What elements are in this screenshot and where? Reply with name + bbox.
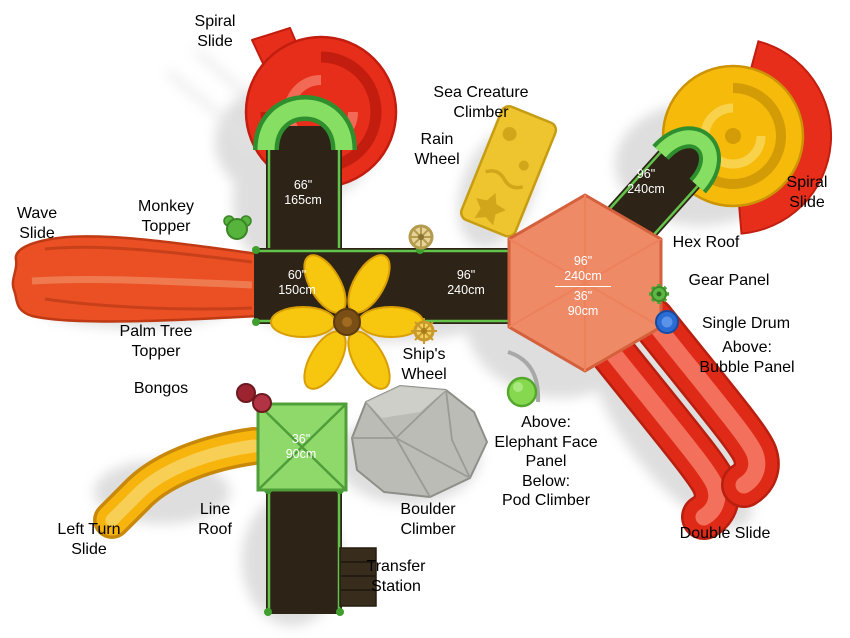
measurement-square-roof: 36" 90cm — [285, 432, 317, 461]
measurement-hex-top: 96" 240cm — [564, 254, 602, 283]
single-drum-shape — [655, 310, 679, 334]
label-spiral-slide-top-right: Spiral Slide — [786, 174, 828, 211]
ships-wheel-shape — [411, 318, 437, 344]
measurement-hex: 96" 240cm 36" 90cm — [555, 254, 611, 319]
label-palm-tree-topper: Palm Tree Topper — [119, 323, 193, 360]
line-roof-shape — [256, 402, 348, 492]
label-elephant-pod: Above: Elephant Face Panel Below: Pod Cl… — [494, 414, 598, 509]
upper-deck-arch-roof — [253, 95, 357, 152]
label-wave-slide: Wave Slide — [16, 205, 58, 242]
boulder-climber-shape — [351, 385, 488, 498]
left-turn-slide — [93, 427, 273, 539]
label-left-turn-slide: Left Turn Slide — [57, 521, 121, 558]
rain-wheel-shape — [408, 224, 434, 250]
label-sea-creature-climber: Sea Creature Climber — [433, 84, 529, 121]
monkey-topper-shape — [223, 215, 252, 240]
label-monkey-topper: Monkey Topper — [137, 198, 195, 235]
label-spiral-slide-top-left: Spiral Slide — [194, 13, 236, 50]
label-ships-wheel: Ship's Wheel — [401, 346, 447, 383]
measurement-upper-deck: 66" 165cm — [284, 178, 322, 207]
label-gear-panel: Gear Panel — [688, 272, 770, 289]
sea-creature-climber-shape — [459, 105, 558, 238]
wave-slide — [11, 235, 260, 323]
measurement-upper-right-deck: 96" 240cm — [627, 167, 665, 196]
pod-climber-shape — [506, 350, 541, 408]
label-single-drum: Single Drum — [701, 315, 791, 332]
measurement-right-deck: 96" 240cm — [447, 268, 485, 297]
gear-panel-shape — [649, 284, 669, 304]
measurement-left-deck: 60" 150cm — [278, 268, 316, 297]
label-line-roof: Line Roof — [198, 501, 232, 538]
label-above-bubble-panel: Above: Bubble Panel — [699, 339, 795, 376]
bongos-shape — [236, 383, 272, 413]
measurement-hex-bottom: 36" 90cm — [567, 289, 599, 318]
label-bongos: Bongos — [133, 380, 189, 397]
label-rain-wheel: Rain Wheel — [414, 131, 460, 168]
label-boulder-climber: Boulder Climber — [400, 501, 456, 538]
hex-roof-shape — [507, 193, 663, 373]
label-double-slide: Double Slide — [679, 525, 771, 542]
label-hex-roof: Hex Roof — [672, 234, 740, 251]
double-slide — [589, 297, 780, 540]
palm-tree-topper-flower — [270, 254, 424, 390]
hex-measurement-divider — [555, 286, 611, 287]
label-transfer-station: Transfer Station — [366, 558, 426, 595]
